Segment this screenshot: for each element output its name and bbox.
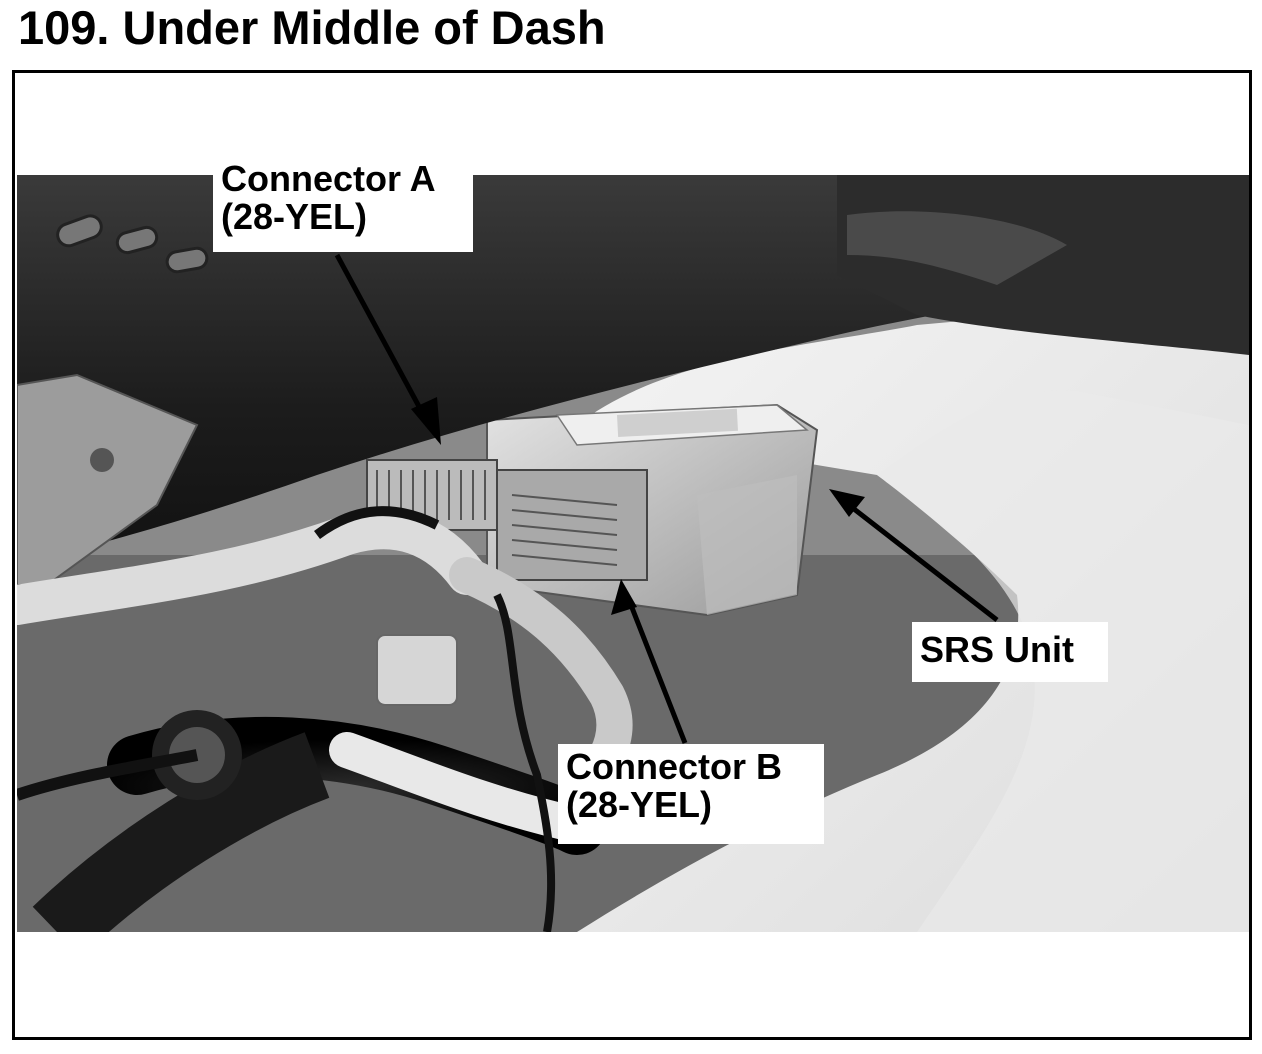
connector-a-color: (28-YEL) (221, 196, 368, 237)
page-title: 109. Under Middle of Dash (18, 1, 606, 54)
connector-b-callout: Connector B (28-YEL) (558, 744, 824, 844)
srs-unit-label: SRS Unit (920, 629, 1075, 670)
srs-unit-callout: SRS Unit (912, 622, 1108, 682)
connector-a-callout: Connector A (28-YEL) (213, 156, 473, 252)
connector-b-color: (28-YEL) (566, 784, 713, 825)
connector-b-label: Connector B (566, 746, 782, 787)
connector-a-label: Connector A (221, 158, 436, 199)
